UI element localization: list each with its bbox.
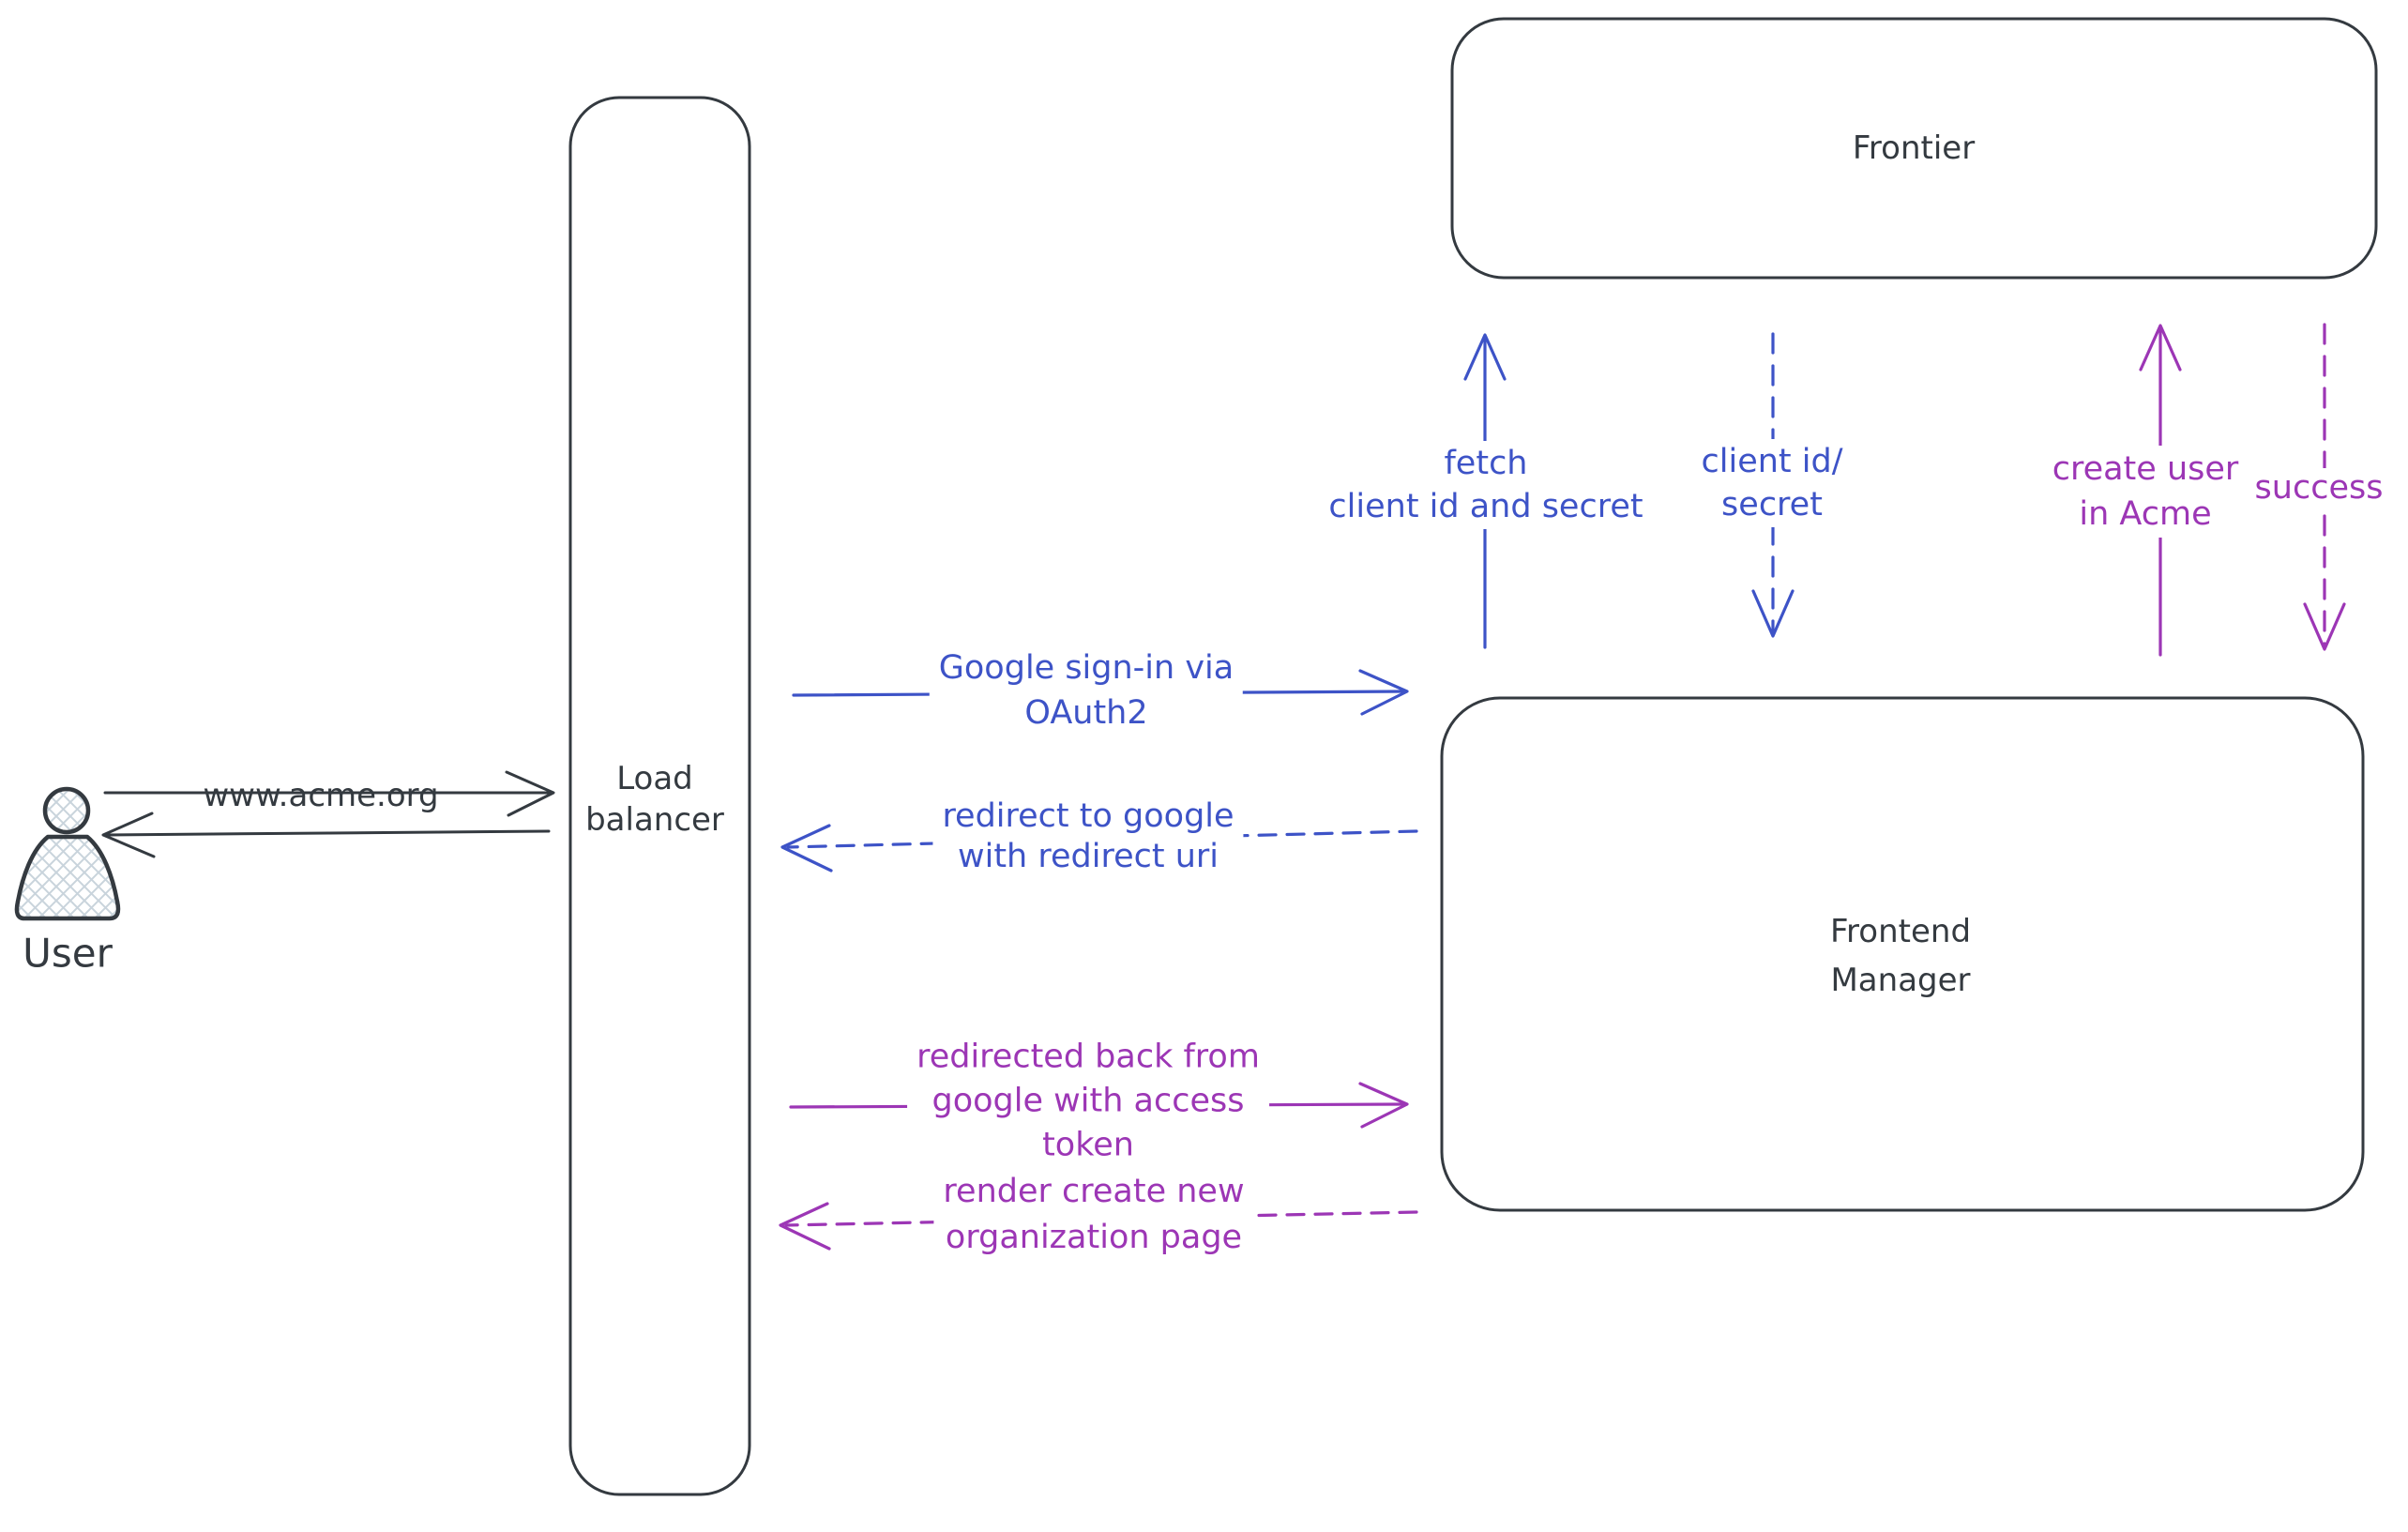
edge-label-fetch-client-line2: client id and secret <box>1328 488 1643 525</box>
arrowhead-left-icon <box>101 812 156 858</box>
load-balancer-box <box>568 96 751 1496</box>
edge-label-redirected-back: redirected back from google with access … <box>907 1034 1269 1169</box>
user-icon <box>14 786 121 921</box>
arrow-lb-return <box>101 812 551 858</box>
arrowhead-up-icon <box>2139 324 2182 372</box>
edge-label-redirect-google-line2: with redirect uri <box>957 838 1219 875</box>
arrow-client-id-secret <box>1751 332 1795 638</box>
edge-label-fetch-client: fetch client id and secret <box>1319 441 1653 529</box>
edge-label-redirect-google-line1: redirect to google <box>942 797 1234 835</box>
arrowhead-down-icon <box>2303 602 2346 651</box>
edge-label-client-id-secret-line2: secret <box>1721 486 1823 523</box>
edge-label-render-create-line1: render create new <box>943 1173 1245 1210</box>
edge-label-client-id-secret: client id/ secret <box>1691 439 1853 527</box>
edge-label-success: success <box>2245 468 2393 508</box>
arrowhead-up-icon <box>1463 333 1507 381</box>
edge-label-create-user: create user in Acme <box>2042 446 2249 538</box>
frontier-box <box>1450 17 2378 280</box>
arrowhead-right-icon <box>1358 669 1409 716</box>
load-balancer-label: Load balancer <box>585 758 724 841</box>
frontend-manager-label-line1: Frontend <box>1829 913 1972 950</box>
edge-label-render-create: render create new organization page <box>933 1168 1254 1262</box>
user-icon-head <box>42 786 91 835</box>
frontend-manager-label: Frontend Manager <box>1830 907 1971 1005</box>
frontend-manager-box <box>1440 696 2365 1212</box>
edge-label-create-user-line2: in Acme <box>2079 495 2212 533</box>
edge-label-google-signin: Google sign-in via OAuth2 <box>929 645 1244 736</box>
arrowhead-down-icon <box>1751 589 1795 638</box>
edge-label-google-signin-line1: Google sign-in via <box>938 649 1234 687</box>
edge-label-fetch-client-line1: fetch <box>1444 445 1528 482</box>
frontier-label: Frontier <box>1852 129 1976 167</box>
edge-label-redirect-google: redirect to google with redirect uri <box>932 796 1244 878</box>
arrowhead-right-icon <box>505 770 555 817</box>
arrowhead-right-icon <box>1358 1082 1409 1129</box>
user-icon-body <box>14 834 121 921</box>
arrowhead-left-icon <box>780 824 833 872</box>
arrow-www-acme <box>103 770 555 817</box>
edge-label-redirected-back-line1: redirected back from <box>916 1038 1260 1076</box>
edge-label-render-create-line2: organization page <box>945 1219 1243 1256</box>
edge-label-redirected-back-line2: google with access <box>931 1082 1245 1120</box>
edge-label-www-acme: www.acme.org <box>203 777 439 814</box>
frontend-manager-label-line2: Manager <box>1830 962 1971 999</box>
load-balancer-label-line2: balancer <box>585 801 724 839</box>
edge-label-client-id-secret-line1: client id/ <box>1701 443 1843 480</box>
load-balancer-label-line1: Load <box>616 760 693 797</box>
edge-label-google-signin-line2: OAuth2 <box>1024 694 1148 732</box>
arrowhead-left-icon <box>779 1202 831 1251</box>
edge-label-redirected-back-line3: token <box>1042 1126 1134 1164</box>
edge-label-create-user-line1: create user <box>2052 450 2239 488</box>
user-label: User <box>23 930 113 977</box>
